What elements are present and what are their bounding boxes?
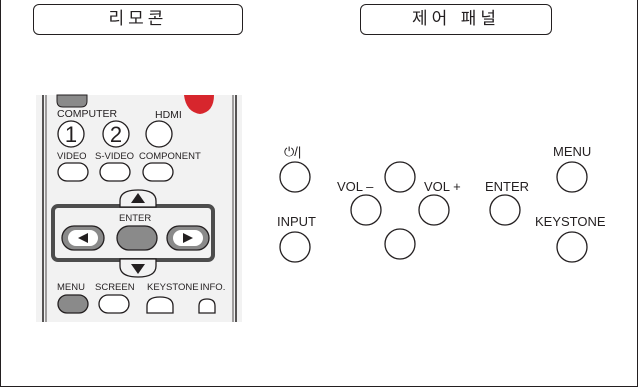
- panel-label-menu: MENU: [553, 144, 591, 159]
- remote-partial-button[interactable]: [56, 94, 88, 108]
- panel-button-vol-minus[interactable]: [350, 194, 382, 226]
- remote-button-component[interactable]: [142, 162, 174, 182]
- panel-button-input[interactable]: [279, 231, 311, 263]
- remote-button-video[interactable]: [57, 162, 89, 182]
- remote-label-svideo: S-VIDEO: [95, 151, 134, 162]
- remote-label-component: COMPONENT: [139, 151, 201, 162]
- remote-digit-2: 2: [110, 122, 122, 147]
- panel-button-menu[interactable]: [556, 161, 588, 193]
- remote-power-button[interactable]: [184, 95, 214, 114]
- remote-label-enter: ENTER: [119, 213, 151, 224]
- arrow-right-icon: [183, 233, 193, 243]
- remote-button-enter[interactable]: [116, 225, 158, 251]
- panel-label-power: ⏻/|: [284, 144, 301, 159]
- panel-label-keystone: KEYSTONE: [535, 214, 606, 229]
- remote-label-video: VIDEO: [57, 151, 87, 162]
- remote-label-computer: COMPUTER: [57, 108, 118, 120]
- remote-button-info[interactable]: [198, 298, 216, 314]
- control-panel: ⏻/| INPUT VOL – VOL + ENTER MENU KEYSTON…: [277, 144, 606, 263]
- remote-label-menu: MENU: [57, 282, 85, 293]
- remote-button-1[interactable]: [57, 120, 85, 148]
- panel-label-vol-plus: VOL +: [424, 179, 461, 194]
- remote-control: COMPUTER HDMI 1 2 VIDEO S-VIDEO COMPONEN…: [36, 94, 242, 322]
- remote-label-hdmi: HDMI: [155, 109, 182, 121]
- panel-button-power[interactable]: [279, 161, 311, 193]
- remote-label-screen: SCREEN: [95, 282, 135, 293]
- remote-label-info: INFO.: [200, 282, 225, 293]
- panel-button-vol-plus[interactable]: [418, 194, 450, 226]
- panel-label-input: INPUT: [277, 214, 316, 229]
- panel-button-down[interactable]: [384, 228, 416, 260]
- panel-label-vol-minus: VOL –: [337, 179, 374, 194]
- arrow-left-icon: [78, 233, 88, 243]
- remote-digit-1: 1: [65, 122, 77, 147]
- remote-label-keystone: KEYSTONE: [147, 282, 199, 293]
- remote-button-menu[interactable]: [57, 294, 89, 314]
- remote-button-svideo[interactable]: [99, 162, 131, 182]
- panel-header: 제어 패널: [360, 4, 552, 35]
- arrow-up-icon: [131, 193, 145, 203]
- panel-label-enter: ENTER: [485, 179, 529, 194]
- arrow-down-icon: [131, 264, 145, 274]
- remote-button-2[interactable]: [102, 120, 130, 148]
- remote-button-screen[interactable]: [98, 294, 130, 314]
- panel-button-keystone[interactable]: [556, 231, 588, 263]
- remote-button-keystone[interactable]: [146, 296, 174, 314]
- panel-button-enter[interactable]: [489, 194, 521, 226]
- remote-button-hdmi[interactable]: [145, 120, 173, 148]
- panel-button-up[interactable]: [384, 161, 416, 193]
- remote-header: 리모콘: [33, 4, 243, 35]
